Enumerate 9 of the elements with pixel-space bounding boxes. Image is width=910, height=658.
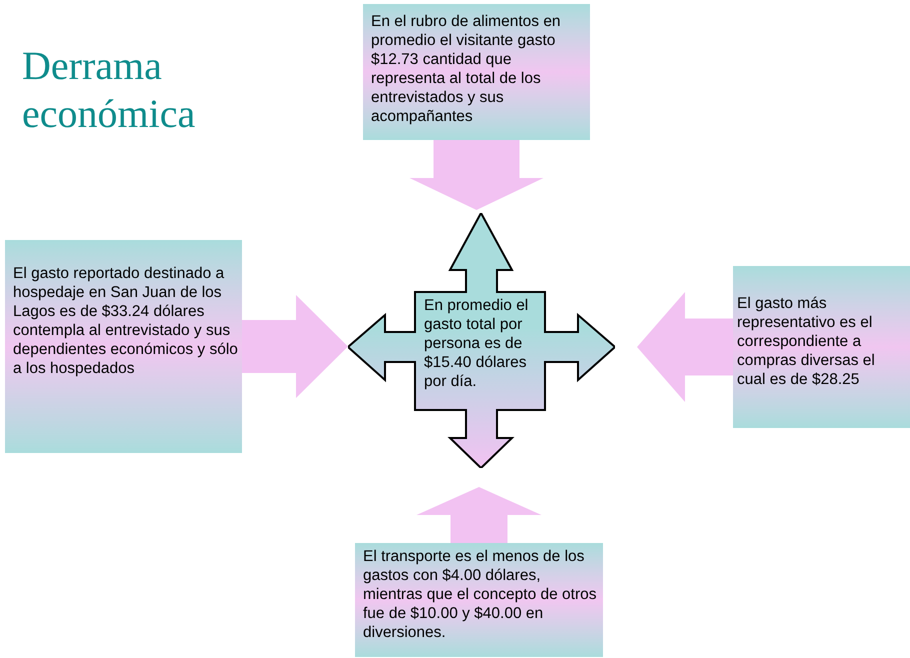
node-text: En promedio el gasto total por persona es de $15.40 dólares por día. bbox=[424, 296, 530, 391]
block-arrow bbox=[410, 140, 544, 210]
text-box: En el rubro de alimentos en promedio el visitante gasto $12.73 cantidad que representa al total de los entrevistados y sus acompañantes bbox=[363, 4, 590, 140]
text-box: El gasto más representativo es el correspondiente a compras diversas el cual es de $28.25 bbox=[733, 266, 910, 428]
title: Derrama económica bbox=[22, 42, 196, 138]
block-arrow bbox=[637, 292, 733, 402]
text-box: El transporte es el menos de los gastos con $4.00 dólares, mientras que el concepto de otros fue de $10.00 y $40.00 en diversiones. bbox=[355, 543, 603, 657]
block-arrow bbox=[242, 295, 348, 398]
text-box: El gasto reportado destinado a hospedaje en San Juan de los Lagos es de $33.24 dólares contempla al entrevistado y sus dependientes económicos y sólo a los hospedados bbox=[5, 240, 242, 453]
